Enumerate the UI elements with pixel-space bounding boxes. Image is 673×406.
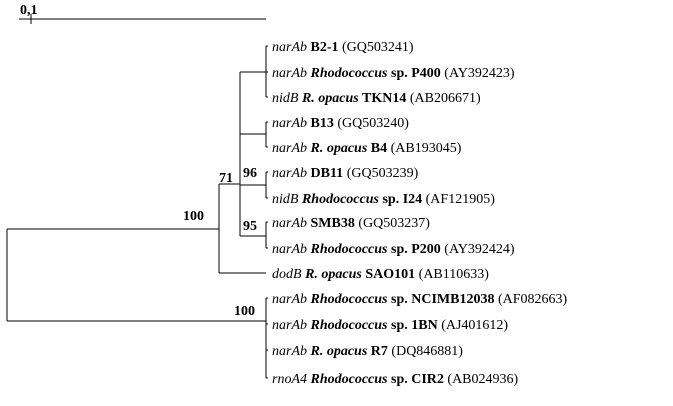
taxon-label: narAb R. opacus B4 (AB193045) — [272, 141, 462, 156]
bootstrap-100-root: 100 — [183, 209, 204, 224]
taxon-label: narAb SMB38 (GQ503237) — [272, 216, 430, 231]
bootstrap-71: 71 — [219, 171, 233, 186]
taxon-label: narAb Rhodococcus sp. 1BN (AJ401612) — [272, 318, 508, 333]
scale-bar: 0,1 — [19, 3, 266, 24]
taxon-label: narAb DB11 (GQ503239) — [272, 166, 419, 181]
taxon-label: nidB R. opacus TKN14 (AB206671) — [272, 91, 481, 106]
taxon-label: narAb Rhodococcus sp. P200 (AY392424) — [272, 242, 515, 257]
taxon-label: narAb B13 (GQ503240) — [272, 116, 409, 131]
bootstrap-95: 95 — [243, 219, 257, 234]
taxon-label: narAb Rhodococcus sp. NCIMB12038 (AF0826… — [272, 292, 568, 307]
taxon-labels: narAb B2-1 (GQ503241) narAb Rhodococcus … — [272, 40, 568, 387]
taxon-label: nidB Rhodococcus sp. I24 (AF121905) — [272, 192, 495, 207]
taxon-label: dodB R. opacus SAO101 (AB110633) — [272, 267, 489, 282]
taxon-label: narAb B2-1 (GQ503241) — [272, 40, 414, 55]
bootstrap-values: 71 96 95 100 100 — [183, 166, 257, 319]
taxon-label: rnoA4 Rhodococcus sp. CIR2 (AB024936) — [272, 372, 519, 387]
taxon-label: narAb Rhodococcus sp. P400 (AY392423) — [272, 66, 515, 81]
taxon-label: narAb R. opacus R7 (DQ846881) — [272, 344, 463, 359]
scale-bar-label: 0,1 — [20, 3, 38, 18]
bootstrap-100-lower: 100 — [234, 304, 255, 319]
tree-branches — [6, 45, 268, 379]
bootstrap-96: 96 — [243, 166, 257, 181]
